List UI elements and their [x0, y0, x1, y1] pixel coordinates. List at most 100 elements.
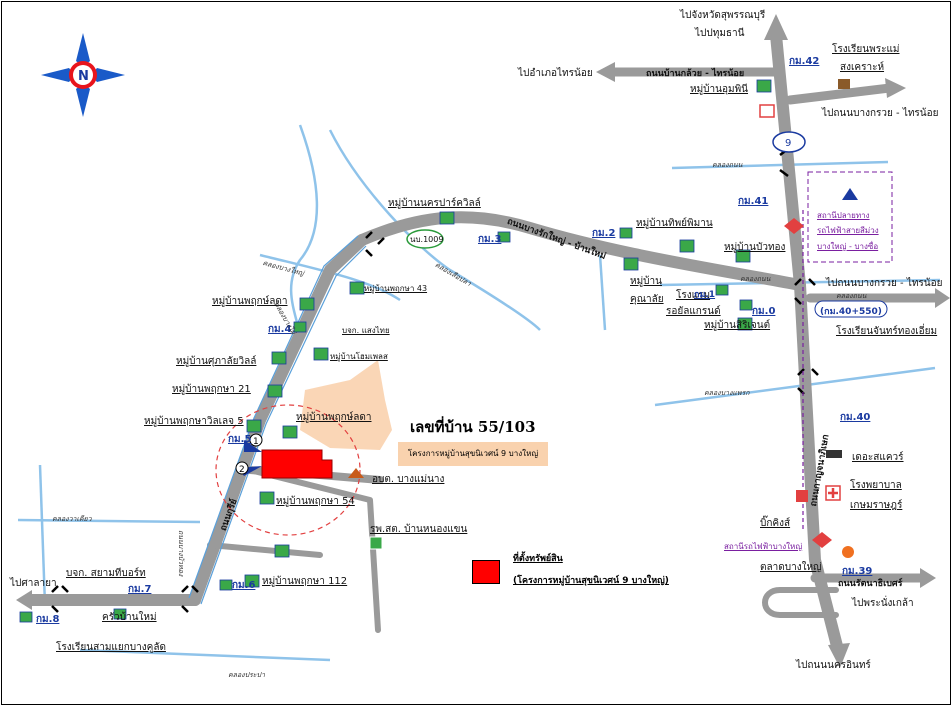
- bigc-icon: [796, 490, 808, 502]
- dir-bangkruai-top: ไปถนนบางกรวย - ไทรน้อย: [822, 108, 939, 119]
- mrt-top-icon: [784, 218, 804, 234]
- route9-marker: [772, 131, 806, 153]
- radius-circle: [215, 404, 361, 536]
- canal-bottom: [79, 648, 331, 662]
- km-40: กม.40: [840, 412, 871, 423]
- buathong-label: หมู่บ้านบัวทอง: [724, 242, 786, 253]
- compass-icon: N: [41, 33, 125, 117]
- canal-prapa-label: คลองประปา: [228, 671, 265, 679]
- km-0: กม.0: [752, 306, 776, 317]
- sukalai-label: หมู่บ้านศุภาลัยวิลล์: [176, 356, 257, 367]
- hospital-nongsaeng-label: รพ.สต. บ้านหนองแขน: [370, 524, 468, 535]
- station1-label: สถานีปลายทาง: [817, 211, 870, 220]
- legend-property-swatch: [472, 560, 500, 584]
- road-loop: [762, 587, 839, 618]
- canal-bang-phrok: [654, 366, 936, 407]
- obt-label: อบต. บางแม่นาง: [372, 474, 445, 485]
- phruklada-mid-label: หมู่บ้านพฤกษ์ลดา: [296, 412, 372, 423]
- canal-top-right: [671, 160, 889, 170]
- dir-suphanburi: ไปจังหวัดสุพรรณบุรี: [680, 10, 766, 21]
- canal-chao-chet: [17, 518, 201, 524]
- hospital2-label: เกษมราษฎร์: [850, 500, 903, 511]
- road-bangkruai-label: ถนนบ้านกล้วย - ไทรน้อย: [646, 69, 745, 79]
- station2-label: รถไฟฟ้าสายสีม่วง: [817, 226, 879, 235]
- canal-bang-yai: [259, 253, 401, 302]
- km-2: กม.2: [592, 228, 616, 239]
- road-bangrak-yai: [356, 211, 806, 291]
- hospital1-label: โรงพยาบาล: [850, 480, 902, 491]
- dir-pinklao: ไปพระนั่งเกล้า: [852, 598, 914, 609]
- nb1009-label: นบ.1009: [410, 235, 444, 244]
- market-icon: [842, 546, 854, 558]
- school-mae2-label: สงเคราะห์: [840, 62, 885, 73]
- direction-arrows: [16, 14, 950, 668]
- canal-prapa: [38, 464, 47, 606]
- khunalai2-label: คุณาลัย: [630, 294, 664, 305]
- legend-line1: ที่ตั้งทรัพย์สิน: [513, 554, 563, 564]
- arrow-east-mid: [935, 288, 950, 308]
- road-bangkruai-right-top: [785, 83, 895, 105]
- arrow-east-bottom: [920, 568, 936, 588]
- km-8: กม.8: [36, 614, 60, 625]
- hotel-icon: [759, 104, 775, 118]
- numbered-markers: 1 2: [235, 433, 263, 476]
- hospital-health-icon: [369, 536, 383, 550]
- canal-top-label: คลองถนน: [712, 161, 743, 169]
- kruabanmai-label: ครัวบ้านใหม่: [102, 612, 157, 623]
- arrow-south: [828, 643, 850, 668]
- dethesaeng-label: เดอะสแควร์: [852, 452, 904, 463]
- canal-khlong-nom-label: คลองถนน: [740, 275, 771, 283]
- route9-number: 9: [785, 138, 791, 149]
- khunalai1-label: หมู่บ้าน: [630, 276, 662, 287]
- dir-bangkruai-mid: ไปถนนบางกรวย - ไทรน้อย: [826, 278, 943, 289]
- canal-bang-phai: [289, 124, 319, 341]
- station3-label: บางใหญ่ - บางซื่อ: [817, 242, 879, 251]
- dir-pathum: ไปปทุมธานี: [695, 28, 745, 39]
- dir-nonthaburi: ไปถนนนครอินทร์: [796, 660, 871, 671]
- umphini-label: หมู่บ้านอุมพินี: [690, 84, 749, 95]
- km-5: กม.5: [228, 434, 252, 445]
- canal-chao-chet-label: คลองวาเคียว: [52, 515, 92, 523]
- hotel2-label: รอยัลแกรนด์: [666, 306, 721, 317]
- square-icon: [826, 450, 842, 458]
- school-sam-label: โรงเรียนสามแยกบางคูลัด: [56, 642, 166, 653]
- marker-2: 2: [239, 465, 245, 475]
- arrow-west-bottom: [16, 590, 32, 610]
- school-icon: [838, 79, 850, 89]
- arrow-east-top: [885, 78, 906, 98]
- road-local2: [207, 542, 323, 558]
- school-jan-label: โรงเรียนจันทร์ทองเอี่ยม: [836, 326, 938, 337]
- school-mae-label: โรงเรียนพระแม่: [832, 44, 900, 55]
- thipphiman-label: หมู่บ้านทิพย์พิมาน: [636, 218, 713, 229]
- canal-vertical-right: [598, 254, 607, 331]
- bigc-label: บิ๊กคิงส์: [760, 518, 791, 529]
- road-local1: [247, 467, 381, 633]
- phruksa112-label: หมู่บ้านพฤกษา 112: [262, 576, 348, 587]
- station-box: [807, 171, 893, 263]
- km-6: กม.6: [232, 580, 256, 591]
- obt-icon: [348, 468, 364, 478]
- km-39: กม.39: [842, 566, 873, 577]
- canal-tiwanon-label: ถนนบางบัวทอง: [177, 530, 185, 577]
- house-number-title: เลขที่บ้าน 55/103: [410, 418, 536, 436]
- km-4: กม.4: [268, 324, 292, 335]
- phruksa43-label: หมู่บ้านพฤกษา 43: [364, 284, 428, 293]
- arrow-north: [764, 14, 788, 40]
- station-mrt-label: สถานีรถไฟฟ้าบางใหญ่: [724, 542, 803, 551]
- compass-n: N: [78, 69, 89, 84]
- hotel1-label: โรงแรม: [676, 290, 711, 301]
- km-41: กม.41: [738, 196, 769, 207]
- km-40-550-box: [814, 300, 888, 318]
- km-40-550: (กม.40+550): [820, 307, 882, 317]
- arrow-west-top: [596, 62, 615, 82]
- village-icons: [19, 79, 772, 623]
- km-1: กม.1: [694, 290, 716, 300]
- siam-label: บจก. สยามทีบอร์ท: [66, 568, 146, 579]
- nakhonpark-label: หมู่บ้านนครปาร์ควิลล์: [388, 198, 481, 209]
- market-label: ตลาดบางใหญ่: [760, 562, 822, 573]
- km-3: กม.3: [478, 234, 502, 245]
- dir-sala-ya: ไปศาลายา: [10, 578, 57, 589]
- legend-line2: (โครงการหมู่บ้านสุขนิเวศน์ 9 บางใหญ่): [513, 576, 669, 586]
- road-edges: [188, 235, 367, 605]
